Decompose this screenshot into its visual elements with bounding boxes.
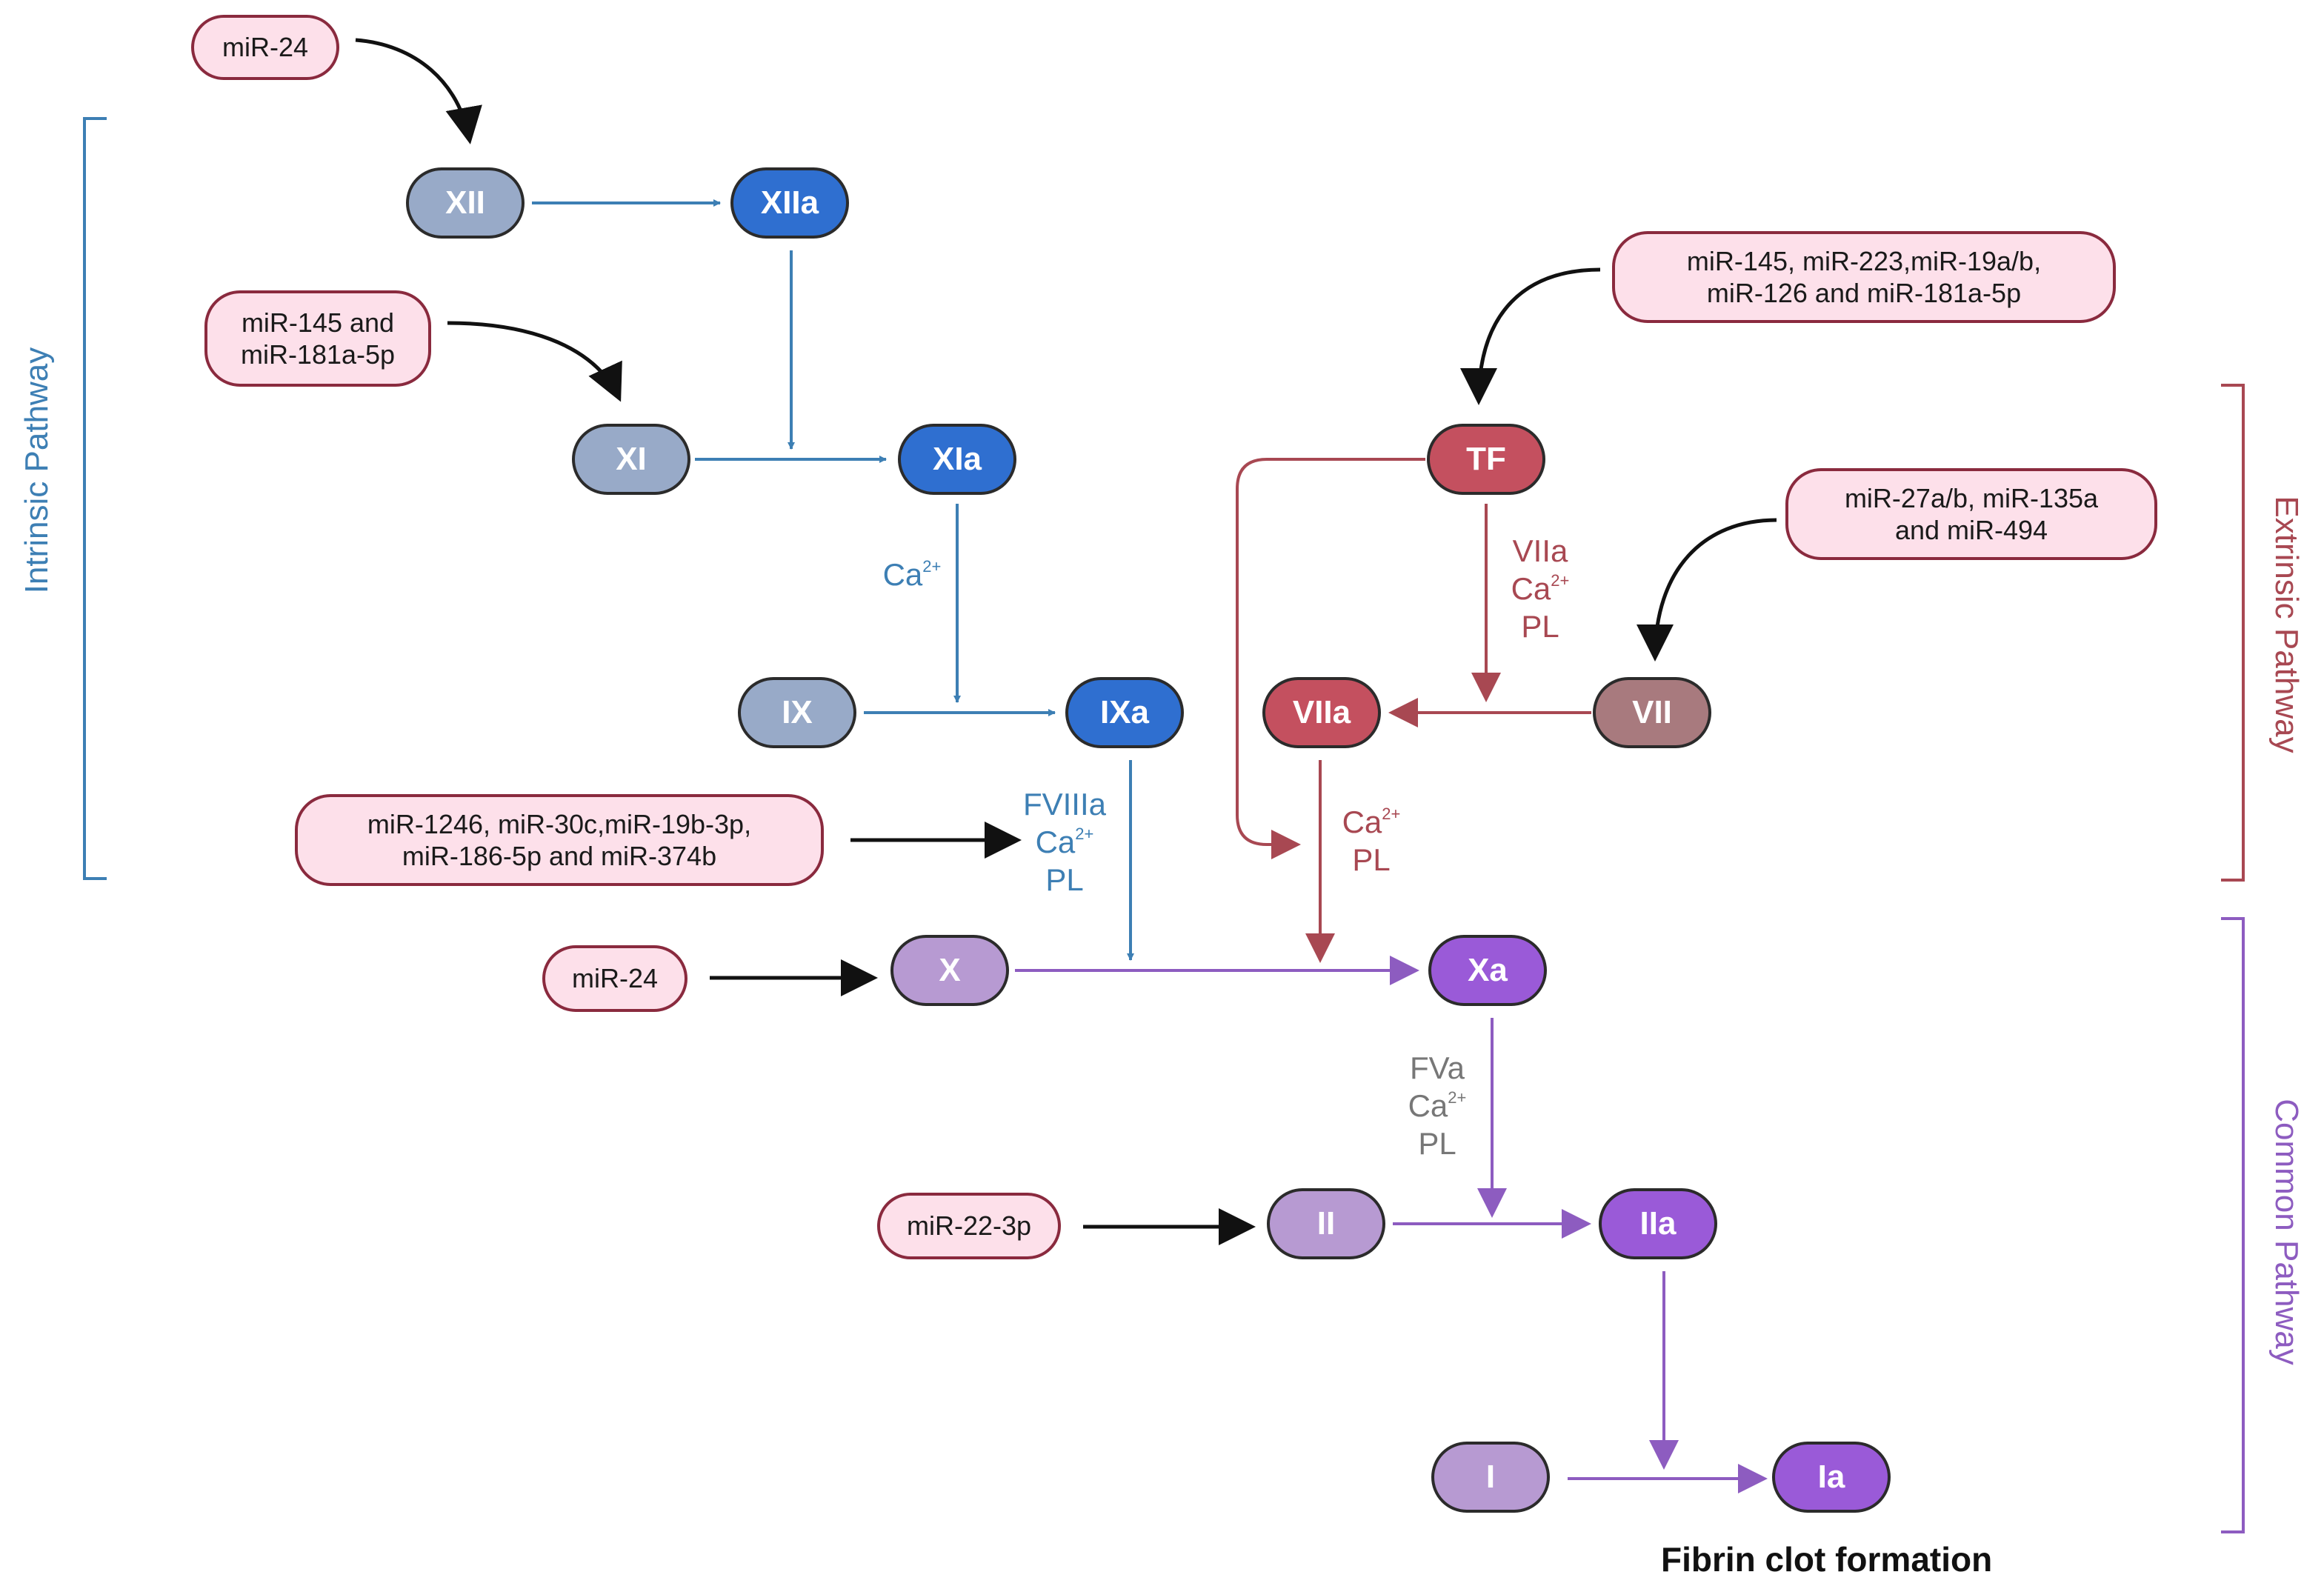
factor-xi: XI [572,424,690,495]
factor-xa: Xa [1428,935,1547,1006]
common-bracket [2221,917,2245,1533]
mirna-line: miR-22-3p [906,1210,1032,1242]
factor-iia: IIa [1599,1188,1717,1259]
factor-ixa: IXa [1065,677,1184,748]
cofactor-ca: Ca2+ [1408,1088,1467,1124]
mirna-box-tf-regulators: miR-145, miR-223,miR-19a/b, miR-126 and … [1612,231,2116,323]
cofactor-group-ixa: FVIIIa Ca2+ PL [1009,785,1120,899]
mirna-line: miR-126 and miR-181a-5p [1706,278,2022,308]
cofactor-pl: PL [1418,1126,1456,1162]
extrinsic-bracket [2221,384,2245,882]
factor-xia: XIa [898,424,1016,495]
extrinsic-pathway-label: Extrinsic Pathway [2268,496,2305,753]
arrow-tf-to-x-branch [1236,458,1425,859]
factor-xiia: XIIa [730,167,849,239]
factor-x: X [890,935,1009,1006]
factor-ii: II [1267,1188,1385,1259]
cofactor-group-viia: Ca2+ PL [1331,803,1412,879]
factor-i: I [1431,1442,1550,1513]
mirna-line: and miR-494 [1894,515,2048,545]
mirna-line: miR-27a/b, miR-135a [1844,482,2099,513]
common-pathway-label: Common Pathway [2268,1099,2305,1365]
factor-ix: IX [738,677,856,748]
cofactor-ca: Ca2+ [1035,825,1094,860]
cofactor-ca: Ca2+ [1511,571,1570,607]
cofactor-group-tf: VIIa Ca2+ PL [1499,532,1581,646]
cofactor-pl: PL [1045,862,1084,898]
cofactor-group-xa: FVa Ca2+ PL [1393,1049,1482,1163]
mirna-line: miR-145, miR-223,miR-19a/b, [1686,245,2042,276]
mirna-box-mir145-181: miR-145 and miR-181a-5p [204,290,431,387]
fibrin-clot-caption: Fibrin clot formation [1661,1540,1993,1579]
mirna-line: miR-24 [222,32,308,63]
mirna-box-mir24-top: miR-24 [191,15,339,80]
cofactor-ca: Ca2+ [1342,805,1401,839]
mirna-box-viii-regulators: miR-1246, miR-30c,miR-19b-3p, miR-186-5p… [295,794,824,886]
mirna-line: miR-24 [571,963,658,994]
mirna-box-vii-regulators: miR-27a/b, miR-135a and miR-494 [1785,468,2157,560]
factor-ia: Ia [1772,1442,1891,1513]
cofactor-pl: PL [1352,842,1391,878]
mirna-line: miR-181a-5p [240,339,396,370]
factor-viia: VIIa [1262,677,1381,748]
cofactor-pl: PL [1521,609,1559,644]
cofactor-ca-xia: Ca2+ [882,557,942,592]
arrow-mirvii-to-vii [1637,518,1777,662]
mirna-line: miR-1246, miR-30c,miR-19b-3p, [367,808,752,839]
mirna-box-mir22: miR-22-3p [877,1193,1061,1259]
arrow-mir145-to-xi [447,321,622,402]
mirna-box-mir24-x: miR-24 [542,945,687,1012]
factor-vii: VII [1593,677,1711,748]
arrow-mirtf-to-tf [1460,267,1601,405]
intrinsic-pathway-label: Intrinsic Pathway [19,347,55,594]
intrinsic-bracket [83,117,107,880]
cofactor-fviiia: FVIIIa [1022,787,1107,822]
mirna-line: miR-145 and [241,307,395,338]
factor-xii: XII [406,167,525,239]
cofactor-fva: FVa [1410,1050,1465,1085]
mirna-line: miR-186-5p and miR-374b [402,841,717,871]
arrow-mir24-to-xii [355,38,482,144]
cofactor-viia: VIIa [1512,533,1568,568]
factor-tf: TF [1427,424,1545,495]
